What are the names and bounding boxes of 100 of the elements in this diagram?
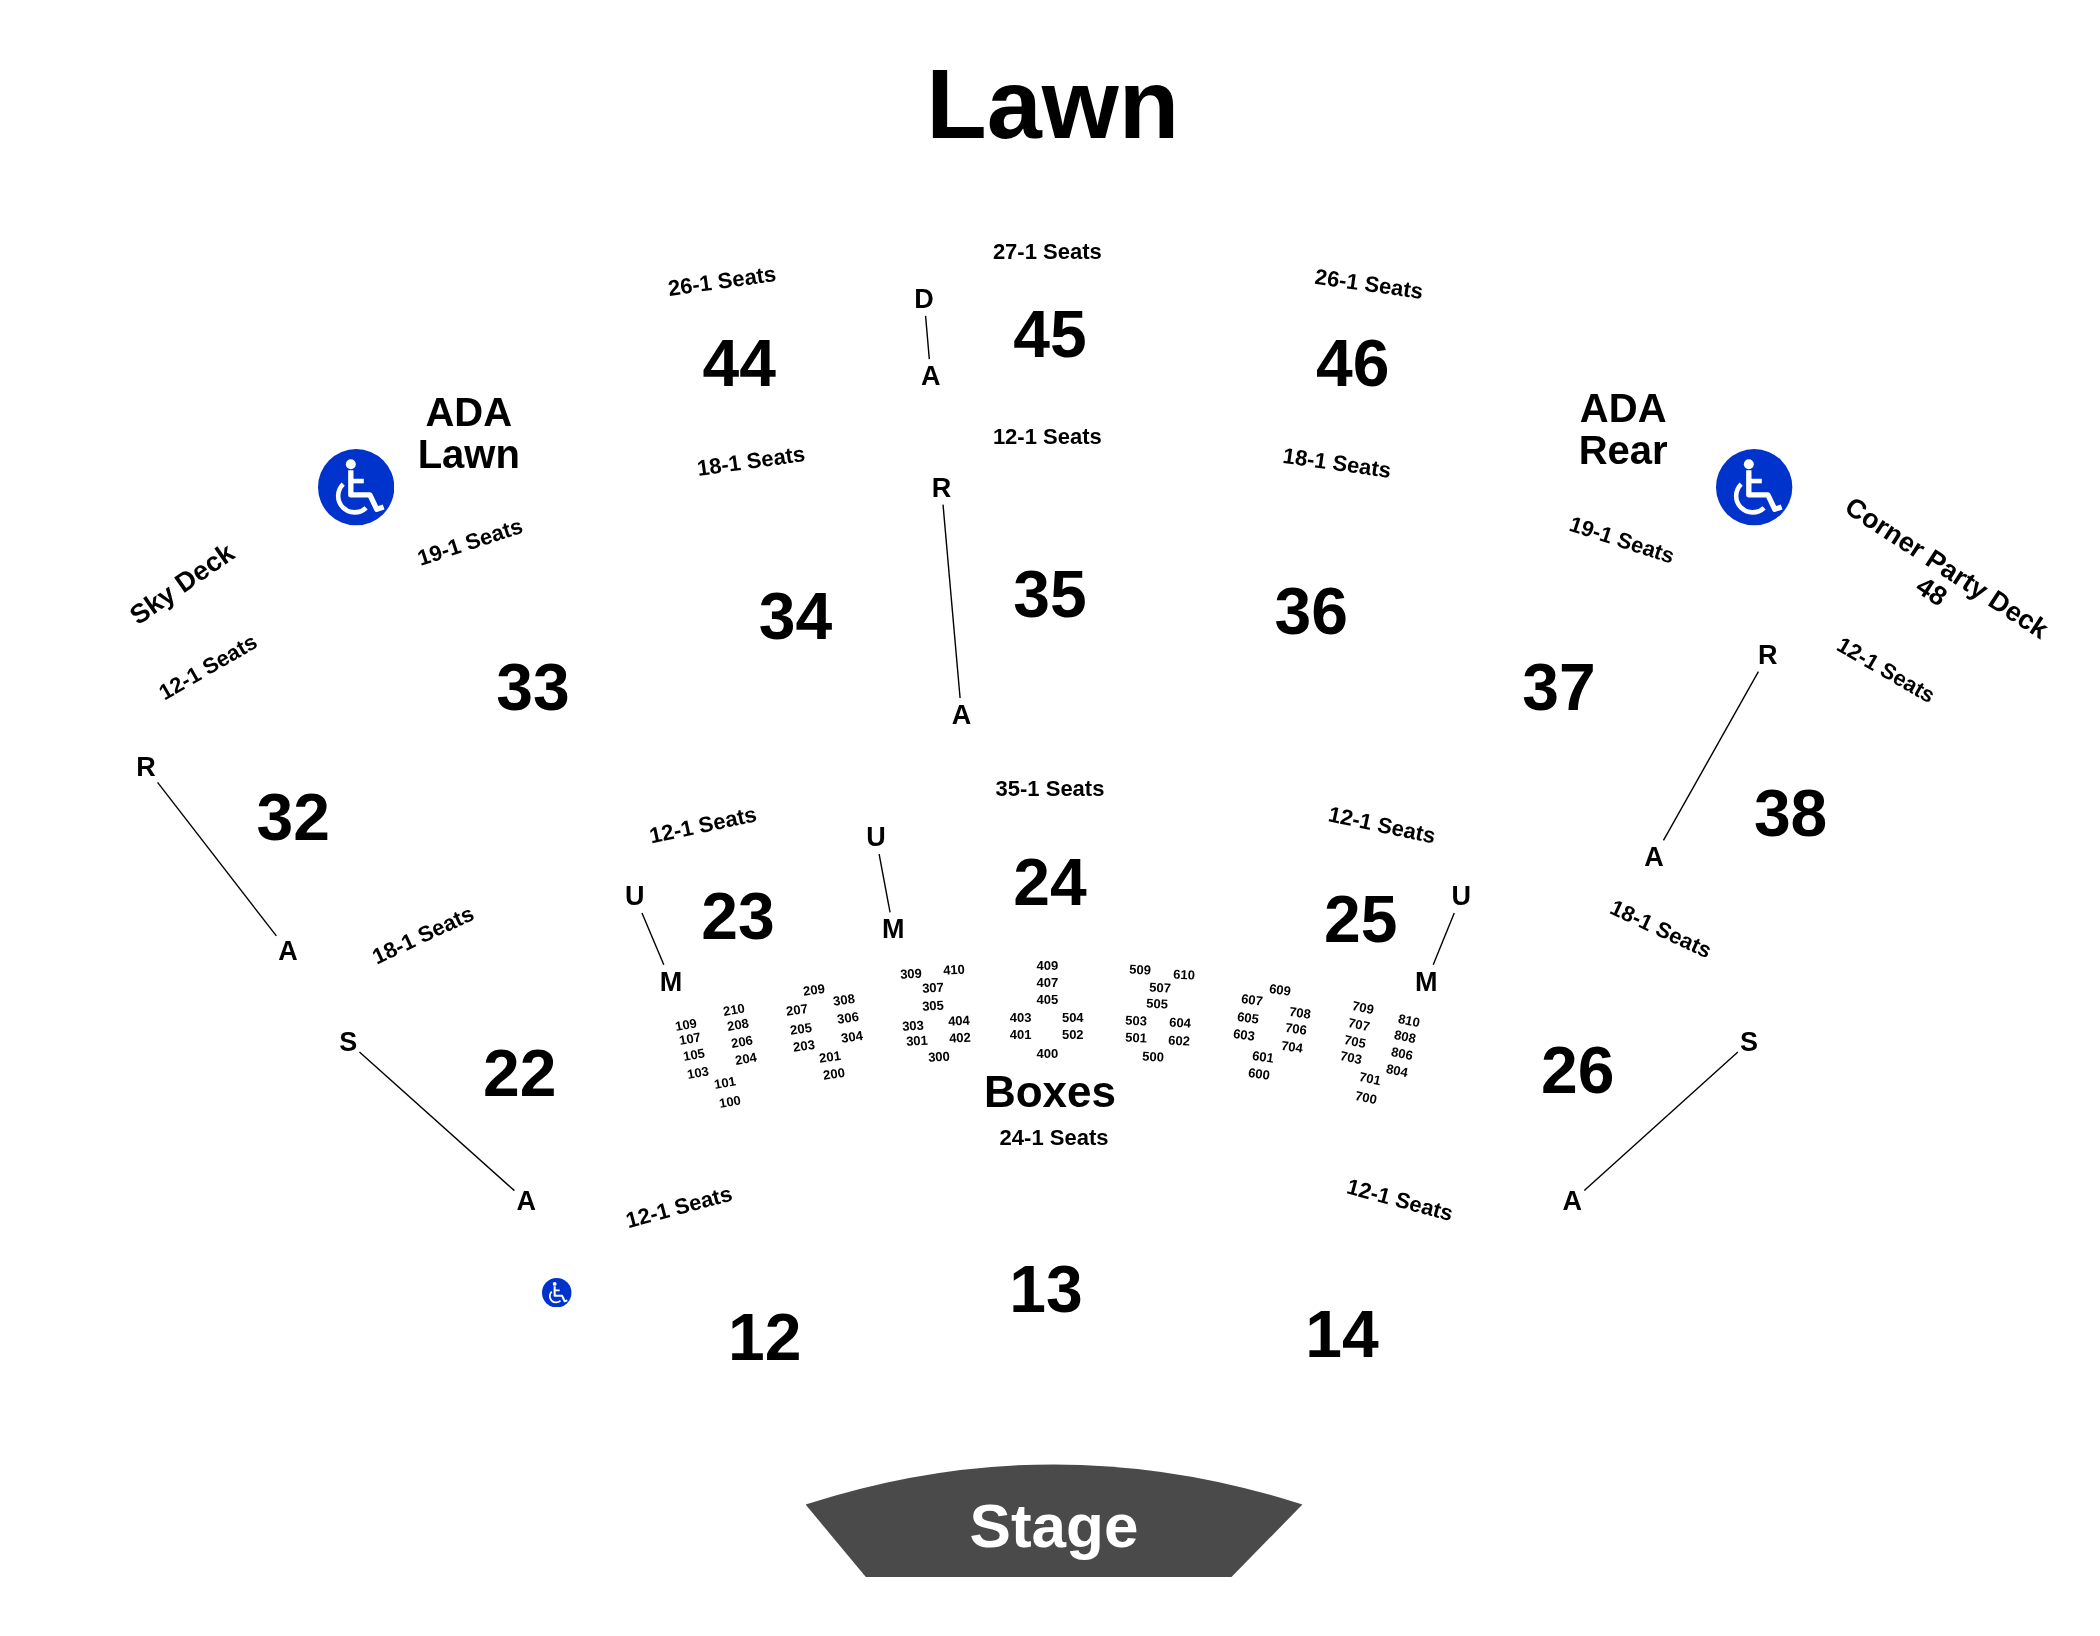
section-number: 34: [758, 582, 833, 653]
box-number: 501: [1124, 1030, 1147, 1046]
box-number: 709: [1351, 999, 1376, 1018]
box-number: 700: [1354, 1089, 1379, 1108]
row-letter: U: [625, 881, 645, 911]
area-label: Boxes: [983, 1068, 1117, 1115]
seat-count: 12-1 Seats: [623, 1181, 735, 1232]
box-number: 703: [1339, 1049, 1364, 1067]
box-number: 201: [818, 1048, 843, 1065]
row-letter: A: [516, 1187, 537, 1216]
connector-line: [878, 853, 891, 914]
box-number: 305: [922, 998, 945, 1014]
box-number: 500: [1141, 1049, 1165, 1065]
seat-count: 12-1 Seats: [1344, 1174, 1456, 1226]
section-number: 24: [1013, 847, 1087, 918]
box-number: 303: [902, 1018, 925, 1034]
box-number: 707: [1347, 1015, 1372, 1034]
box-number: 301: [906, 1033, 929, 1048]
seat-count: 18-1 Seats: [1606, 896, 1715, 963]
seat-count: 18-1 Seats: [1281, 444, 1393, 483]
section-number: 44: [702, 329, 776, 399]
area-label: Lawn: [926, 52, 1180, 157]
row-letter: A: [921, 362, 941, 391]
seat-count: 26-1 Seats: [666, 262, 778, 301]
connector-line: [641, 912, 665, 966]
section-number: 33: [496, 653, 570, 724]
box-number: 204: [734, 1050, 758, 1068]
connector-line: [942, 503, 961, 699]
seat-count: 26-1 Seats: [1313, 264, 1425, 303]
seat-count: 19-1 Seats: [414, 514, 526, 571]
area-label: ADA Rear: [1577, 386, 1669, 471]
row-letter: S: [1740, 1027, 1759, 1057]
section-number: 23: [701, 882, 775, 953]
seat-count: 24-1 Seats: [999, 1126, 1109, 1150]
section-number: 45: [1013, 300, 1087, 370]
box-number: 401: [1009, 1028, 1032, 1043]
box-number: 407: [1036, 976, 1059, 990]
row-letter: A: [1562, 1187, 1583, 1216]
box-number: 705: [1343, 1033, 1368, 1051]
connector-line: [1583, 1051, 1739, 1192]
section-number: 22: [482, 1039, 557, 1109]
seat-count: 12-1 Seats: [154, 629, 261, 705]
box-number: 103: [685, 1064, 710, 1082]
section-number: 37: [1522, 653, 1596, 724]
box-number: 410: [942, 962, 965, 977]
row-letter: A: [951, 701, 972, 730]
box-number: 400: [1036, 1047, 1059, 1061]
box-number: 206: [730, 1033, 754, 1051]
box-number: 304: [840, 1028, 864, 1045]
section-number: 36: [1274, 577, 1348, 647]
box-number: 207: [785, 1001, 809, 1019]
row-letter: U: [866, 822, 886, 852]
stage-label: Stage: [969, 1492, 1139, 1558]
row-letter: A: [1644, 842, 1664, 872]
box-number: 403: [1009, 1011, 1032, 1025]
box-number: 200: [822, 1065, 847, 1083]
row-letter: R: [136, 753, 156, 782]
seat-count: 35-1 Seats: [995, 777, 1105, 801]
box-number: 105: [681, 1046, 706, 1064]
box-number: 806: [1390, 1045, 1415, 1063]
box-number: 203: [791, 1037, 816, 1055]
area-label: ADA Lawn: [416, 390, 521, 475]
row-letter: S: [339, 1027, 358, 1057]
section-number: 38: [1753, 779, 1828, 849]
seat-count: 12-1 Seats: [647, 802, 759, 848]
box-number: 402: [949, 1030, 972, 1046]
connector-line: [1662, 671, 1760, 842]
row-letter: D: [914, 284, 934, 313]
section-number: 25: [1324, 885, 1398, 955]
box-number: 205: [789, 1020, 813, 1037]
seat-count: 18-1 Seats: [369, 901, 478, 969]
seat-count: 19-1 Seats: [1566, 511, 1678, 568]
box-number: 509: [1128, 962, 1151, 977]
box-number: 708: [1288, 1004, 1313, 1021]
box-number: 306: [836, 1009, 860, 1027]
connector-line: [156, 781, 278, 937]
seat-count: 12-1 Seats: [992, 425, 1102, 449]
box-number: 605: [1236, 1009, 1260, 1027]
box-number: 405: [1036, 993, 1059, 1008]
box-number: 609: [1268, 981, 1293, 998]
box-number: 209: [802, 981, 826, 998]
row-letter: M: [1415, 967, 1438, 996]
box-number: 706: [1284, 1020, 1309, 1037]
box-number: 610: [1172, 967, 1196, 983]
box-number: 100: [718, 1093, 742, 1111]
section-number: 32: [256, 783, 330, 853]
connector-line: [924, 315, 931, 360]
box-number: 308: [832, 992, 856, 1009]
box-number: 808: [1392, 1027, 1417, 1046]
box-number: 602: [1167, 1033, 1190, 1048]
row-letter: U: [1451, 881, 1471, 911]
section-number: 12: [728, 1303, 802, 1373]
box-number: 507: [1148, 981, 1171, 996]
box-number: 409: [1036, 958, 1059, 973]
box-number: 503: [1124, 1013, 1147, 1028]
box-number: 607: [1240, 992, 1264, 1009]
section-number: 35: [1013, 560, 1087, 630]
box-number: 505: [1145, 997, 1169, 1012]
box-number: 107: [677, 1030, 702, 1048]
seat-count: 27-1 Seats: [992, 240, 1102, 264]
